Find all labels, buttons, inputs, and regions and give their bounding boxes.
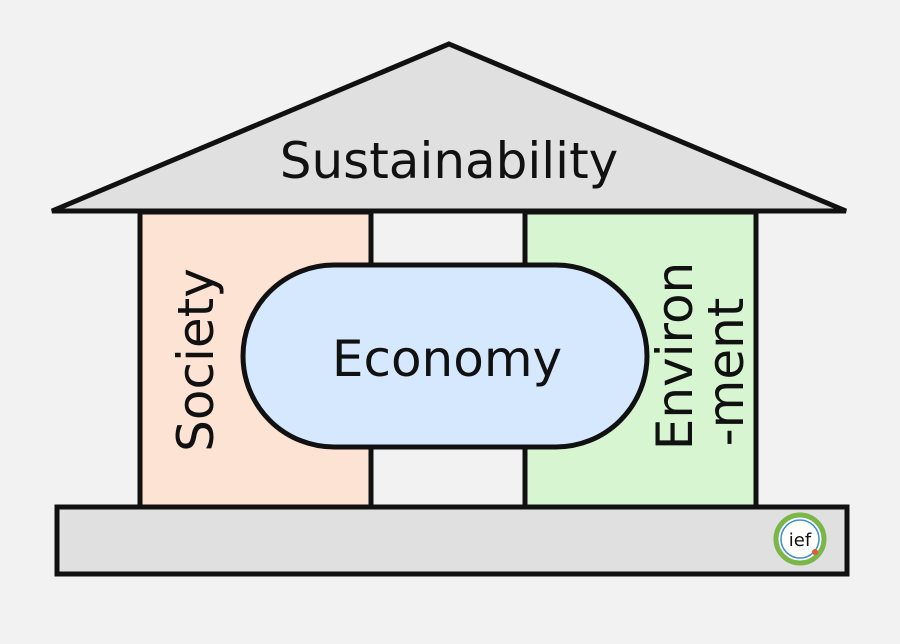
roof xyxy=(51,41,847,214)
roof-label: Sustainability xyxy=(280,132,619,190)
logo-text: ief xyxy=(789,530,812,551)
economy-capsule xyxy=(240,262,650,450)
ief-logo-icon: ief xyxy=(773,512,827,566)
environment-label-line2: -ment xyxy=(697,298,755,447)
society-label: Society xyxy=(167,268,225,452)
economy-label: Economy xyxy=(332,330,562,388)
environment-label-line1: Environ xyxy=(646,262,704,451)
base-slab xyxy=(54,504,850,577)
